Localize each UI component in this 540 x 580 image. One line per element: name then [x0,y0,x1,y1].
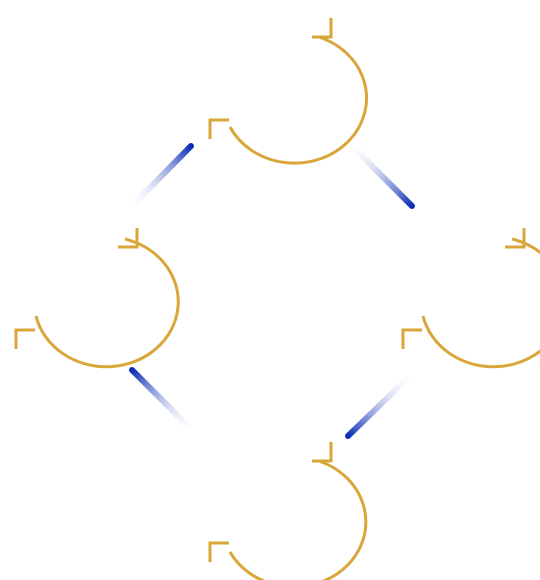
circular-arrow-icon [228,459,368,580]
connector-top-right [345,139,415,209]
arrowhead-end [312,18,333,39]
connector-bottom-left [129,367,199,437]
node-left [14,228,180,369]
arrowhead-start [401,328,422,349]
arrowhead-start [14,328,35,349]
circular-arrow-icon [228,35,368,165]
circular-arrow-icon [421,237,540,369]
arrowhead-end [505,228,526,249]
node-bottom [208,442,368,580]
node-right [401,228,540,369]
arrowhead-start [208,541,229,562]
arrowhead-end [312,442,333,463]
connector-top-left [125,143,194,213]
arrowhead-end [118,228,139,249]
arrowhead-start [208,118,229,139]
node-top [208,18,368,165]
circular-arrow-icon [34,237,180,369]
connector-bottom-right [345,369,417,439]
